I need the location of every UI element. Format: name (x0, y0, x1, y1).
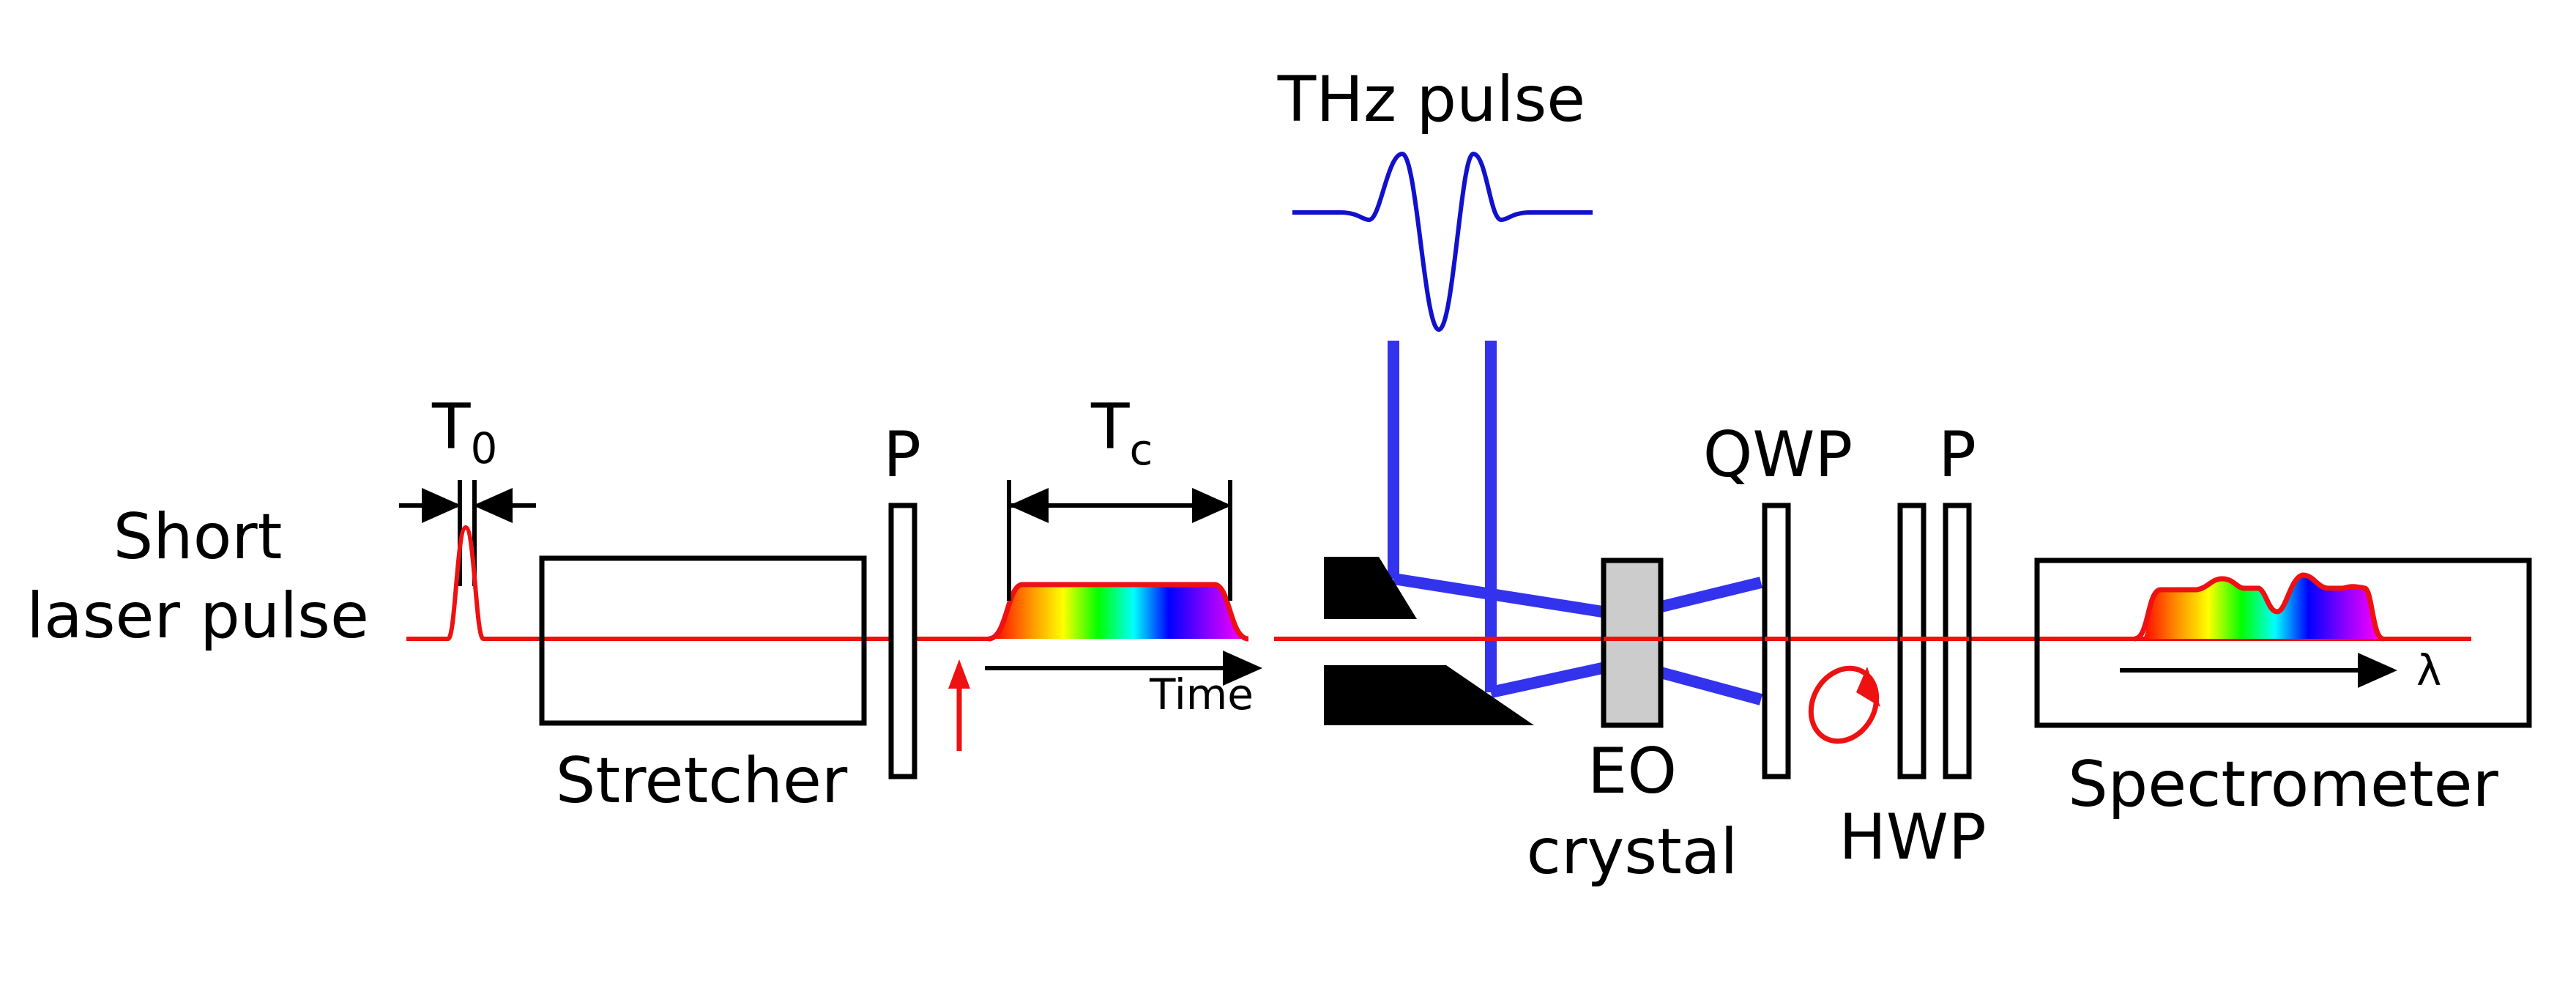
polarizer-1 (888, 503, 917, 779)
tc-label: Tc (1090, 390, 1153, 475)
thz-pulse-label: THz pulse (1277, 63, 1585, 136)
short-pulse-trace (406, 525, 989, 641)
qwp-label: QWP (1703, 418, 1853, 492)
short-laser-pulse-line2: laser pulse (26, 579, 369, 653)
polarizer-2-label: P (1938, 418, 1976, 492)
tc-main: T (1090, 390, 1130, 464)
eo-crystal (1601, 558, 1664, 728)
t0-sub: 0 (471, 423, 498, 473)
measured-spectrum (2134, 572, 2385, 642)
tc-duration-marker (1007, 480, 1232, 601)
t0-main: T (431, 390, 471, 464)
stretcher-box (539, 555, 867, 726)
time-axis-label: Time (1149, 670, 1254, 719)
polarizer-1-label: P (883, 418, 921, 492)
thz-waveform (1292, 151, 1593, 333)
spectrometer-box (2034, 558, 2532, 728)
up-arrow-icon (948, 659, 970, 751)
eo-crystal-line1: EO (1587, 735, 1677, 808)
parabolic-mirrors (1324, 557, 1534, 725)
stretcher-label: Stretcher (556, 744, 848, 818)
chirped-pulse (988, 582, 1249, 642)
eo-crystal-line2: crystal (1527, 815, 1738, 889)
hwp-label: HWP (1839, 801, 1987, 874)
thz-beam (1388, 341, 1763, 705)
short-laser-pulse-label: Short laser pulse (26, 500, 369, 653)
circular-arrow-icon (1808, 665, 1880, 744)
spectrometer-label: Spectrometer (2068, 748, 2498, 821)
t0-label: T0 (431, 390, 497, 473)
tc-sub: c (1130, 425, 1153, 475)
lower-mirror (1324, 665, 1534, 725)
lambda-axis-label: λ (2416, 645, 2441, 695)
upper-mirror (1324, 557, 1417, 619)
short-laser-pulse-line1: Short (113, 500, 283, 574)
